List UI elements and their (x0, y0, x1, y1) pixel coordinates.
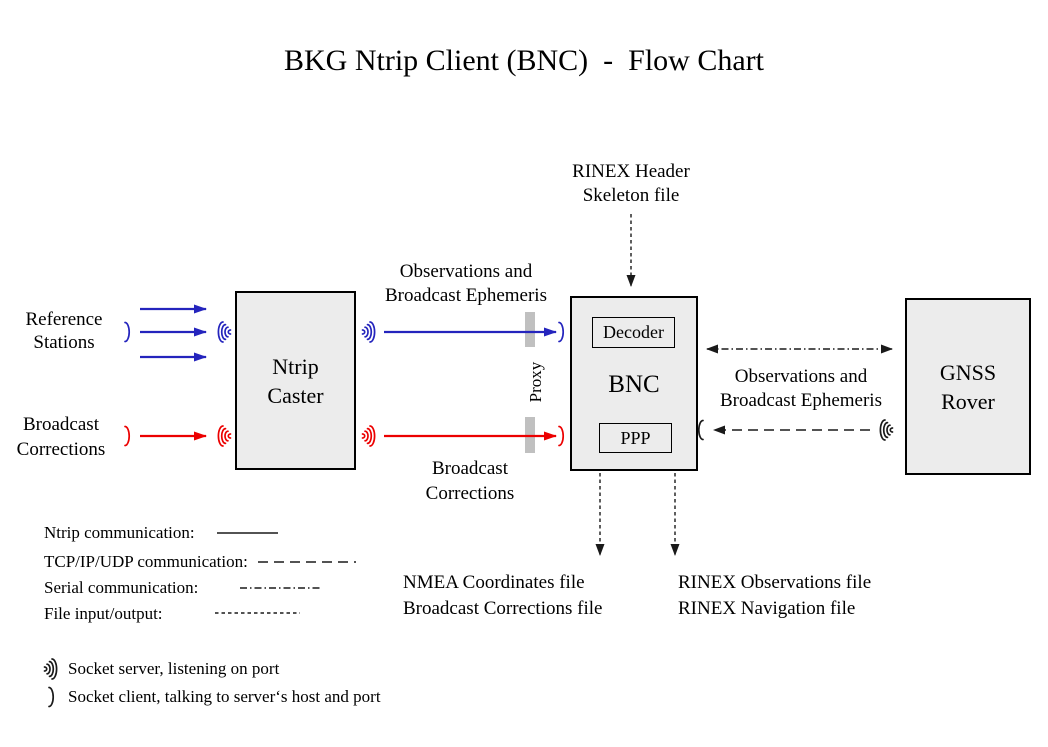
rinex-output-files-label: RINEX Observations file RINEX Navigation… (678, 572, 872, 619)
bnc-box-label: BNC (608, 371, 660, 398)
socket-client-icon-corrections-in (124, 425, 131, 447)
proxy-bar-top (525, 312, 535, 347)
socket-client-icon-bnc-corr (558, 425, 565, 447)
socket-server-icon-caster-obs-in (217, 321, 232, 343)
observations-ephemeris-caster-bnc-label: Observations and Broadcast Ephemeris (385, 261, 547, 306)
gnss-rover-box: GNSS Rover (905, 298, 1031, 475)
ppp-box: PPP (599, 423, 672, 453)
socket-client-icon-bnc-obs (558, 321, 565, 343)
broadcast-corrections-caster-bnc-label: Broadcast Corrections (425, 458, 515, 504)
proxy-label: Proxy (526, 361, 545, 403)
rinex-header-skeleton-label: RINEX Header Skeleton file (572, 161, 690, 206)
page-title: BKG Ntrip Client (BNC) - Flow Chart (284, 44, 764, 77)
legend-item-file: File input/output: (44, 604, 163, 623)
nmea-output-files-label: NMEA Coordinates file Broadcast Correcti… (403, 572, 603, 619)
socket-client-icon-bnc-rover (697, 419, 704, 441)
socket-server-icon-caster-corr-in (217, 425, 232, 447)
observations-ephemeris-bnc-rover-label: Observations and Broadcast Ephemeris (720, 366, 882, 411)
reference-stations-label: Reference Stations (25, 309, 103, 353)
legend-socket-client-label: Socket client, talking to server‘s host … (68, 687, 381, 706)
legend-item-ntrip: Ntrip communication: (44, 523, 195, 542)
decoder-box: Decoder (592, 317, 675, 348)
legend-socket-server-icon (43, 658, 58, 680)
socket-server-icon-rover (879, 419, 894, 441)
legend-socket-server-label: Socket server, listening on port (68, 659, 280, 678)
socket-client-icon-reference-stations (124, 321, 131, 343)
ntrip-caster-box: Ntrip Caster (235, 291, 356, 470)
legend-item-tcp: TCP/IP/UDP communication: (44, 552, 248, 571)
legend-socket-client-icon (48, 686, 55, 708)
legend-item-serial: Serial communication: (44, 578, 199, 597)
socket-server-icon-caster-corr-out (361, 425, 376, 447)
socket-server-icon-caster-obs-out (361, 321, 376, 343)
broadcast-corrections-input-label: Broadcast Corrections (16, 414, 106, 460)
